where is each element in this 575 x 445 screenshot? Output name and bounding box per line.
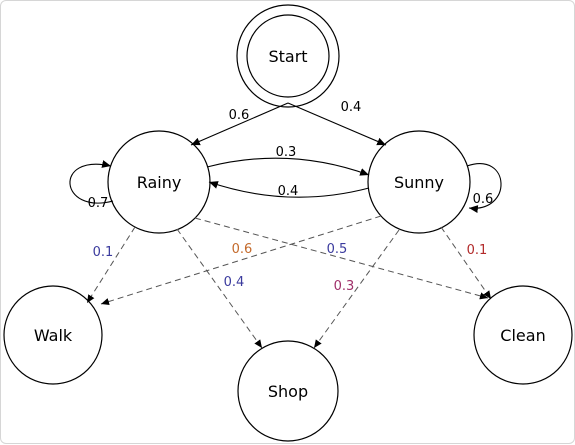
node-label-shop: Shop <box>268 382 308 401</box>
label-sunny-clean: 0.1 <box>467 243 488 258</box>
label-rainy-clean: 0.5 <box>327 242 348 257</box>
node-walk: Walk <box>3 285 103 385</box>
label-rainy-shop: 0.4 <box>224 275 245 290</box>
node-shop: Shop <box>237 340 339 442</box>
label-sunny-self: 0.6 <box>473 192 494 207</box>
label-sunny-rainy: 0.4 <box>278 184 299 199</box>
edge-sunny-rainy <box>208 181 370 198</box>
label-start-sunny: 0.4 <box>341 100 362 115</box>
node-label-rainy: Rainy <box>137 173 182 192</box>
label-start-rainy: 0.6 <box>229 108 250 123</box>
edge-rainy-shop <box>176 228 263 349</box>
edge-rainy-walk <box>86 226 136 304</box>
node-label-clean: Clean <box>500 326 545 345</box>
edge-rainy-self <box>69 160 114 204</box>
label-rainy-sunny: 0.3 <box>276 145 297 160</box>
edge-start-sunny <box>287 102 387 146</box>
label-sunny-walk: 0.6 <box>232 242 253 257</box>
node-start: Start <box>236 4 340 108</box>
edge-sunny-clean <box>440 226 492 300</box>
node-label-sunny: Sunny <box>394 173 444 192</box>
node-sunny: Sunny <box>367 130 471 234</box>
node-label-start: Start <box>268 47 307 66</box>
node-rainy: Rainy <box>107 130 211 234</box>
edge-start-rainy <box>190 102 289 146</box>
label-sunny-shop: 0.3 <box>334 279 355 294</box>
label-rainy-walk: 0.1 <box>93 245 114 260</box>
edge-sunny-self <box>466 163 502 213</box>
edge-sunny-shop <box>313 229 400 349</box>
edge-rainy-sunny <box>206 157 370 176</box>
node-label-walk: Walk <box>34 326 73 345</box>
node-clean: Clean <box>473 285 573 385</box>
edge-rainy-clean <box>194 217 489 300</box>
label-rainy-self: 0.7 <box>88 196 109 211</box>
edge-sunny-walk <box>100 215 382 306</box>
